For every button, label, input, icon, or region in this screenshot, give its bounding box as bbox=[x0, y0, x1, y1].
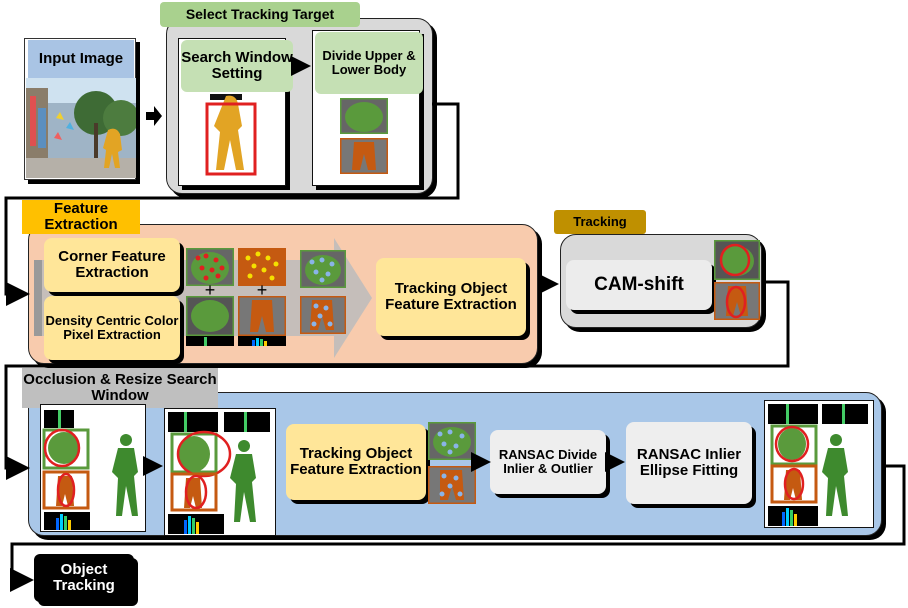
lower-body-thumb bbox=[340, 138, 388, 174]
combined-lower-thumb bbox=[300, 296, 346, 334]
combined-upper-thumb bbox=[300, 250, 346, 288]
occlusion-feature-lower-thumb bbox=[428, 466, 476, 504]
camshift-upper-thumb bbox=[714, 240, 760, 280]
density-upper-thumb bbox=[186, 296, 234, 346]
select-tracking-title: Select Tracking Target bbox=[160, 2, 360, 27]
divide-body-label: Divide Upper & Lower Body bbox=[315, 32, 423, 94]
occlusion-image-2-figure bbox=[168, 412, 270, 534]
feature-extraction-title: Feature Extraction bbox=[22, 200, 140, 234]
camshift-label: CAM-shift bbox=[566, 260, 712, 310]
tracking-object-feature-label-2: Tracking Object Feature Extraction bbox=[286, 424, 426, 500]
ransac-divide-label: RANSAC Divide Inlier & Outlier bbox=[490, 430, 606, 494]
occlusion-title: Occlusion & Resize Search Window bbox=[22, 368, 218, 408]
camshift-lower-thumb bbox=[714, 282, 760, 320]
input-image-title: Input Image bbox=[28, 40, 134, 78]
tracking-title: Tracking bbox=[554, 210, 646, 234]
occlusion-feature-upper-thumb bbox=[428, 422, 476, 460]
corner-feature-label: Corner Feature Extraction bbox=[44, 238, 180, 292]
density-centric-label: Density Centric Color Pixel Extraction bbox=[44, 296, 180, 360]
occlusion-result-figure bbox=[768, 404, 868, 526]
upper-body-thumb bbox=[340, 98, 388, 134]
ransac-ellipse-label: RANSAC Inlier Ellipse Fitting bbox=[626, 422, 752, 504]
density-lower-thumb bbox=[238, 296, 286, 346]
input-image-photo bbox=[26, 78, 136, 178]
search-window-figure bbox=[205, 94, 257, 176]
occlusion-panel bbox=[28, 392, 882, 536]
tracking-object-feature-label-1: Tracking Object Feature Extraction bbox=[376, 258, 526, 336]
occlusion-image-1-figure bbox=[42, 410, 138, 530]
search-window-setting-label: Search Window Setting bbox=[181, 40, 293, 92]
object-tracking-label: Object Tracking bbox=[34, 554, 134, 602]
